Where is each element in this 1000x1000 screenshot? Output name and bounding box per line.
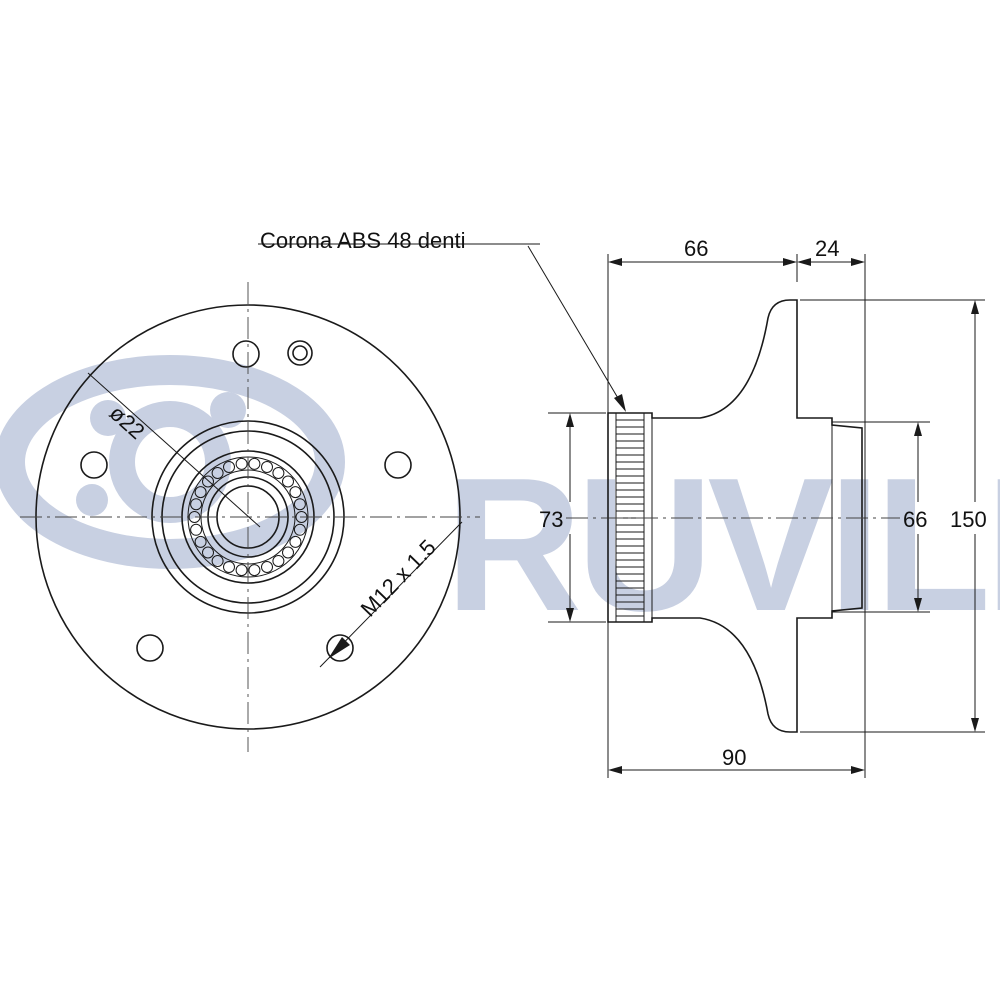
bearing-roller (235, 457, 248, 470)
bearing-roller (190, 498, 203, 511)
bearing-roller (211, 467, 224, 479)
bearing-roller (272, 555, 285, 567)
ruville-wordmark: RUVILLE (445, 439, 1000, 651)
bearing-roller (211, 555, 224, 567)
dim-24-top-label: 24 (815, 236, 839, 261)
bearing-roller (293, 523, 306, 536)
wheel-hub-side-view (258, 243, 900, 733)
dim-66-top-label: 66 (684, 236, 708, 261)
bearing-roller (261, 561, 273, 573)
bearing-roller (223, 461, 235, 473)
stud-hole-bottom-left (136, 634, 164, 662)
bearing-roller (194, 535, 207, 548)
bearing-roller (272, 467, 285, 479)
bearing-roller (248, 564, 261, 577)
bearing-roller (289, 535, 302, 548)
dim-73-label: 73 (539, 507, 563, 532)
dim-90-label: 90 (722, 745, 746, 770)
dim-66-right-label: 66 (903, 507, 927, 532)
bearing-roller (194, 486, 207, 499)
threaded-hole-inner (292, 345, 308, 361)
abs-leader-arrow (614, 394, 626, 412)
bearing-roller (202, 475, 214, 488)
thread-leader-arrow (328, 637, 350, 659)
bearing-roller (223, 561, 235, 573)
wheel-hub-front-view (20, 282, 480, 752)
bearing-roller (282, 475, 294, 488)
stud-hole-left (80, 451, 108, 479)
bearing-roller (235, 564, 248, 577)
bore-leader-line (87, 372, 261, 528)
bearing-roller (289, 486, 302, 499)
stud-hole-bottom-right (326, 634, 354, 662)
abs-leader-line (527, 245, 626, 411)
stud-thread-label: M12 x 1.5 (356, 535, 441, 622)
bearing-roller (248, 457, 261, 470)
bearing-roller (282, 546, 294, 559)
dimensions (548, 254, 985, 778)
bearing-roller (293, 498, 306, 511)
stud-hole-top (232, 340, 260, 368)
stud-hole-right (384, 451, 412, 479)
bearing-roller (261, 461, 273, 473)
hub-profile-outline (607, 299, 863, 733)
abs-ring-label: Corona ABS 48 denti (260, 228, 465, 253)
dim-150-label: 150 (950, 507, 987, 532)
bearing-roller (202, 546, 214, 559)
threaded-hole-outer (287, 340, 313, 366)
bearing-roller (190, 523, 203, 536)
